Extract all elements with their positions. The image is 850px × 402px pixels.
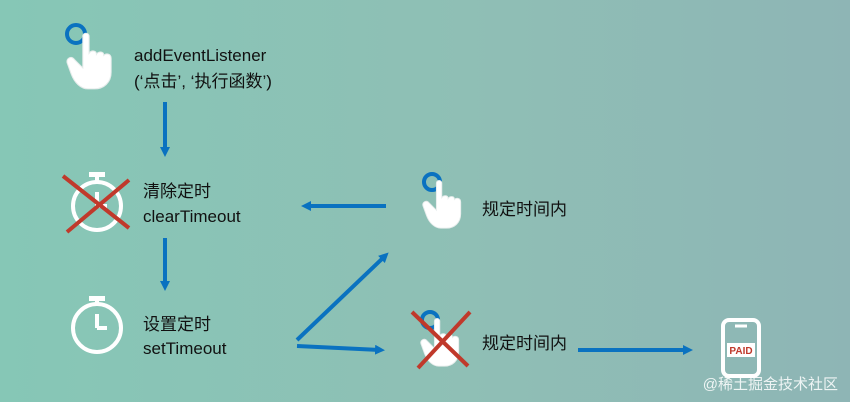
within-bottom-label: 规定时间内 xyxy=(482,334,567,353)
phone-paid-icon: PAID xyxy=(721,318,761,378)
arrow-set-to-within-top xyxy=(295,252,389,342)
stopwatch-icon xyxy=(71,296,123,354)
watermark: @稀土掘金技术社区 xyxy=(702,376,838,393)
within-top-label: 规定时间内 xyxy=(482,200,567,219)
hand-pointer-icon xyxy=(422,172,462,229)
clear-label-line2: clearTimeout xyxy=(143,207,241,226)
stopwatch-crossed-icon xyxy=(61,172,131,234)
click-label-line1: addEventListener xyxy=(134,46,267,65)
click-label-line2: (‘点击’, ‘执行函数’) xyxy=(134,72,272,91)
hand-pointer-icon xyxy=(65,23,112,90)
paid-text: PAID xyxy=(729,346,752,357)
hand-pointer-crossed-icon xyxy=(410,310,472,370)
set-label-line1: 设置定时 xyxy=(143,315,211,334)
arrow-set-to-within-bottom xyxy=(296,344,385,355)
clear-label-line1: 清除定时 xyxy=(143,182,211,201)
set-label-line2: setTimeout xyxy=(143,339,227,358)
